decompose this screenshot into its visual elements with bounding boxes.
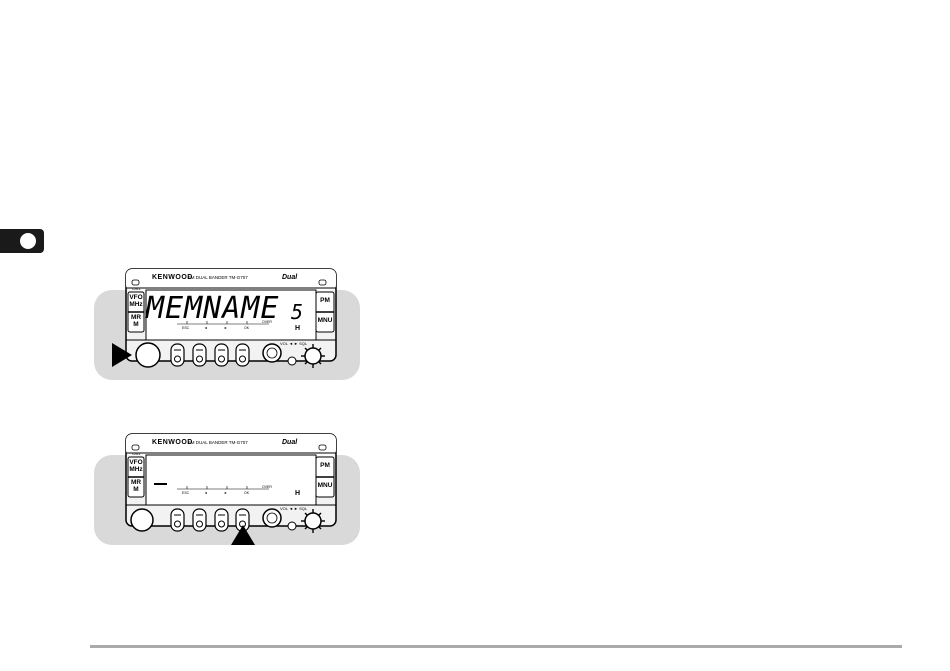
pm-key[interactable]: PM	[316, 463, 334, 470]
lcd-main-text: MEMNAME	[146, 294, 279, 324]
call-label: CALL	[132, 287, 141, 291]
vfo-key[interactable]: VFO MHz	[129, 295, 143, 308]
scale-label-right: ►	[224, 326, 227, 330]
scale-label-ok: OK	[244, 326, 249, 330]
scale-label-over: OVER	[262, 485, 272, 489]
circle-dot-icon	[20, 233, 36, 249]
radio-panel-2: KENWOOD FM DUAL BANDER TM-G707 Dual CALL…	[94, 433, 360, 595]
power-knob	[136, 343, 160, 367]
model-label: FM DUAL BANDER TM-G707	[188, 275, 248, 280]
brand-label: KENWOOD	[152, 439, 193, 446]
dual-logo: Dual	[282, 439, 297, 446]
vol-sql-label: VOL ◄ ► SQL	[280, 506, 307, 511]
scale-label-left: ◄	[204, 326, 207, 330]
scale-label-ok: OK	[244, 491, 249, 495]
dual-logo: Dual	[282, 274, 297, 281]
scale-label-left: ◄	[204, 491, 207, 495]
lcd-display	[146, 455, 316, 505]
mr-key[interactable]: MR M	[129, 315, 143, 328]
mnu-key[interactable]: MNU	[316, 318, 334, 325]
vol-knob	[263, 509, 281, 527]
lcd-channel: 5	[291, 302, 303, 322]
scale-label-right: ►	[224, 491, 227, 495]
sql-knob	[305, 348, 321, 364]
call-label: CALL	[132, 452, 141, 456]
scale-label-over: OVER	[262, 320, 272, 324]
section-tab	[0, 229, 44, 253]
radio-panel-1: KENWOOD FM DUAL BANDER TM-G707 Dual CALL…	[94, 268, 360, 430]
brand-label: KENWOOD	[152, 274, 193, 281]
mr-key[interactable]: MR M	[129, 480, 143, 493]
vfo-key[interactable]: VFO MHz	[129, 460, 143, 473]
pm-key[interactable]: PM	[316, 298, 334, 305]
page-footer-rule	[90, 645, 902, 648]
mnu-key[interactable]: MNU	[316, 483, 334, 490]
scale-label-esc: ESC	[182, 491, 189, 495]
model-label: FM DUAL BANDER TM-G707	[188, 440, 248, 445]
vol-sql-label: VOL ◄ ► SQL	[280, 341, 307, 346]
lcd-power-indicator: H	[295, 325, 300, 332]
scale-label-esc: ESC	[182, 326, 189, 330]
power-knob	[131, 509, 153, 531]
lcd-power-indicator: H	[295, 490, 300, 497]
lcd-cursor	[154, 483, 167, 485]
sql-knob	[305, 513, 321, 529]
vol-knob	[263, 344, 281, 362]
